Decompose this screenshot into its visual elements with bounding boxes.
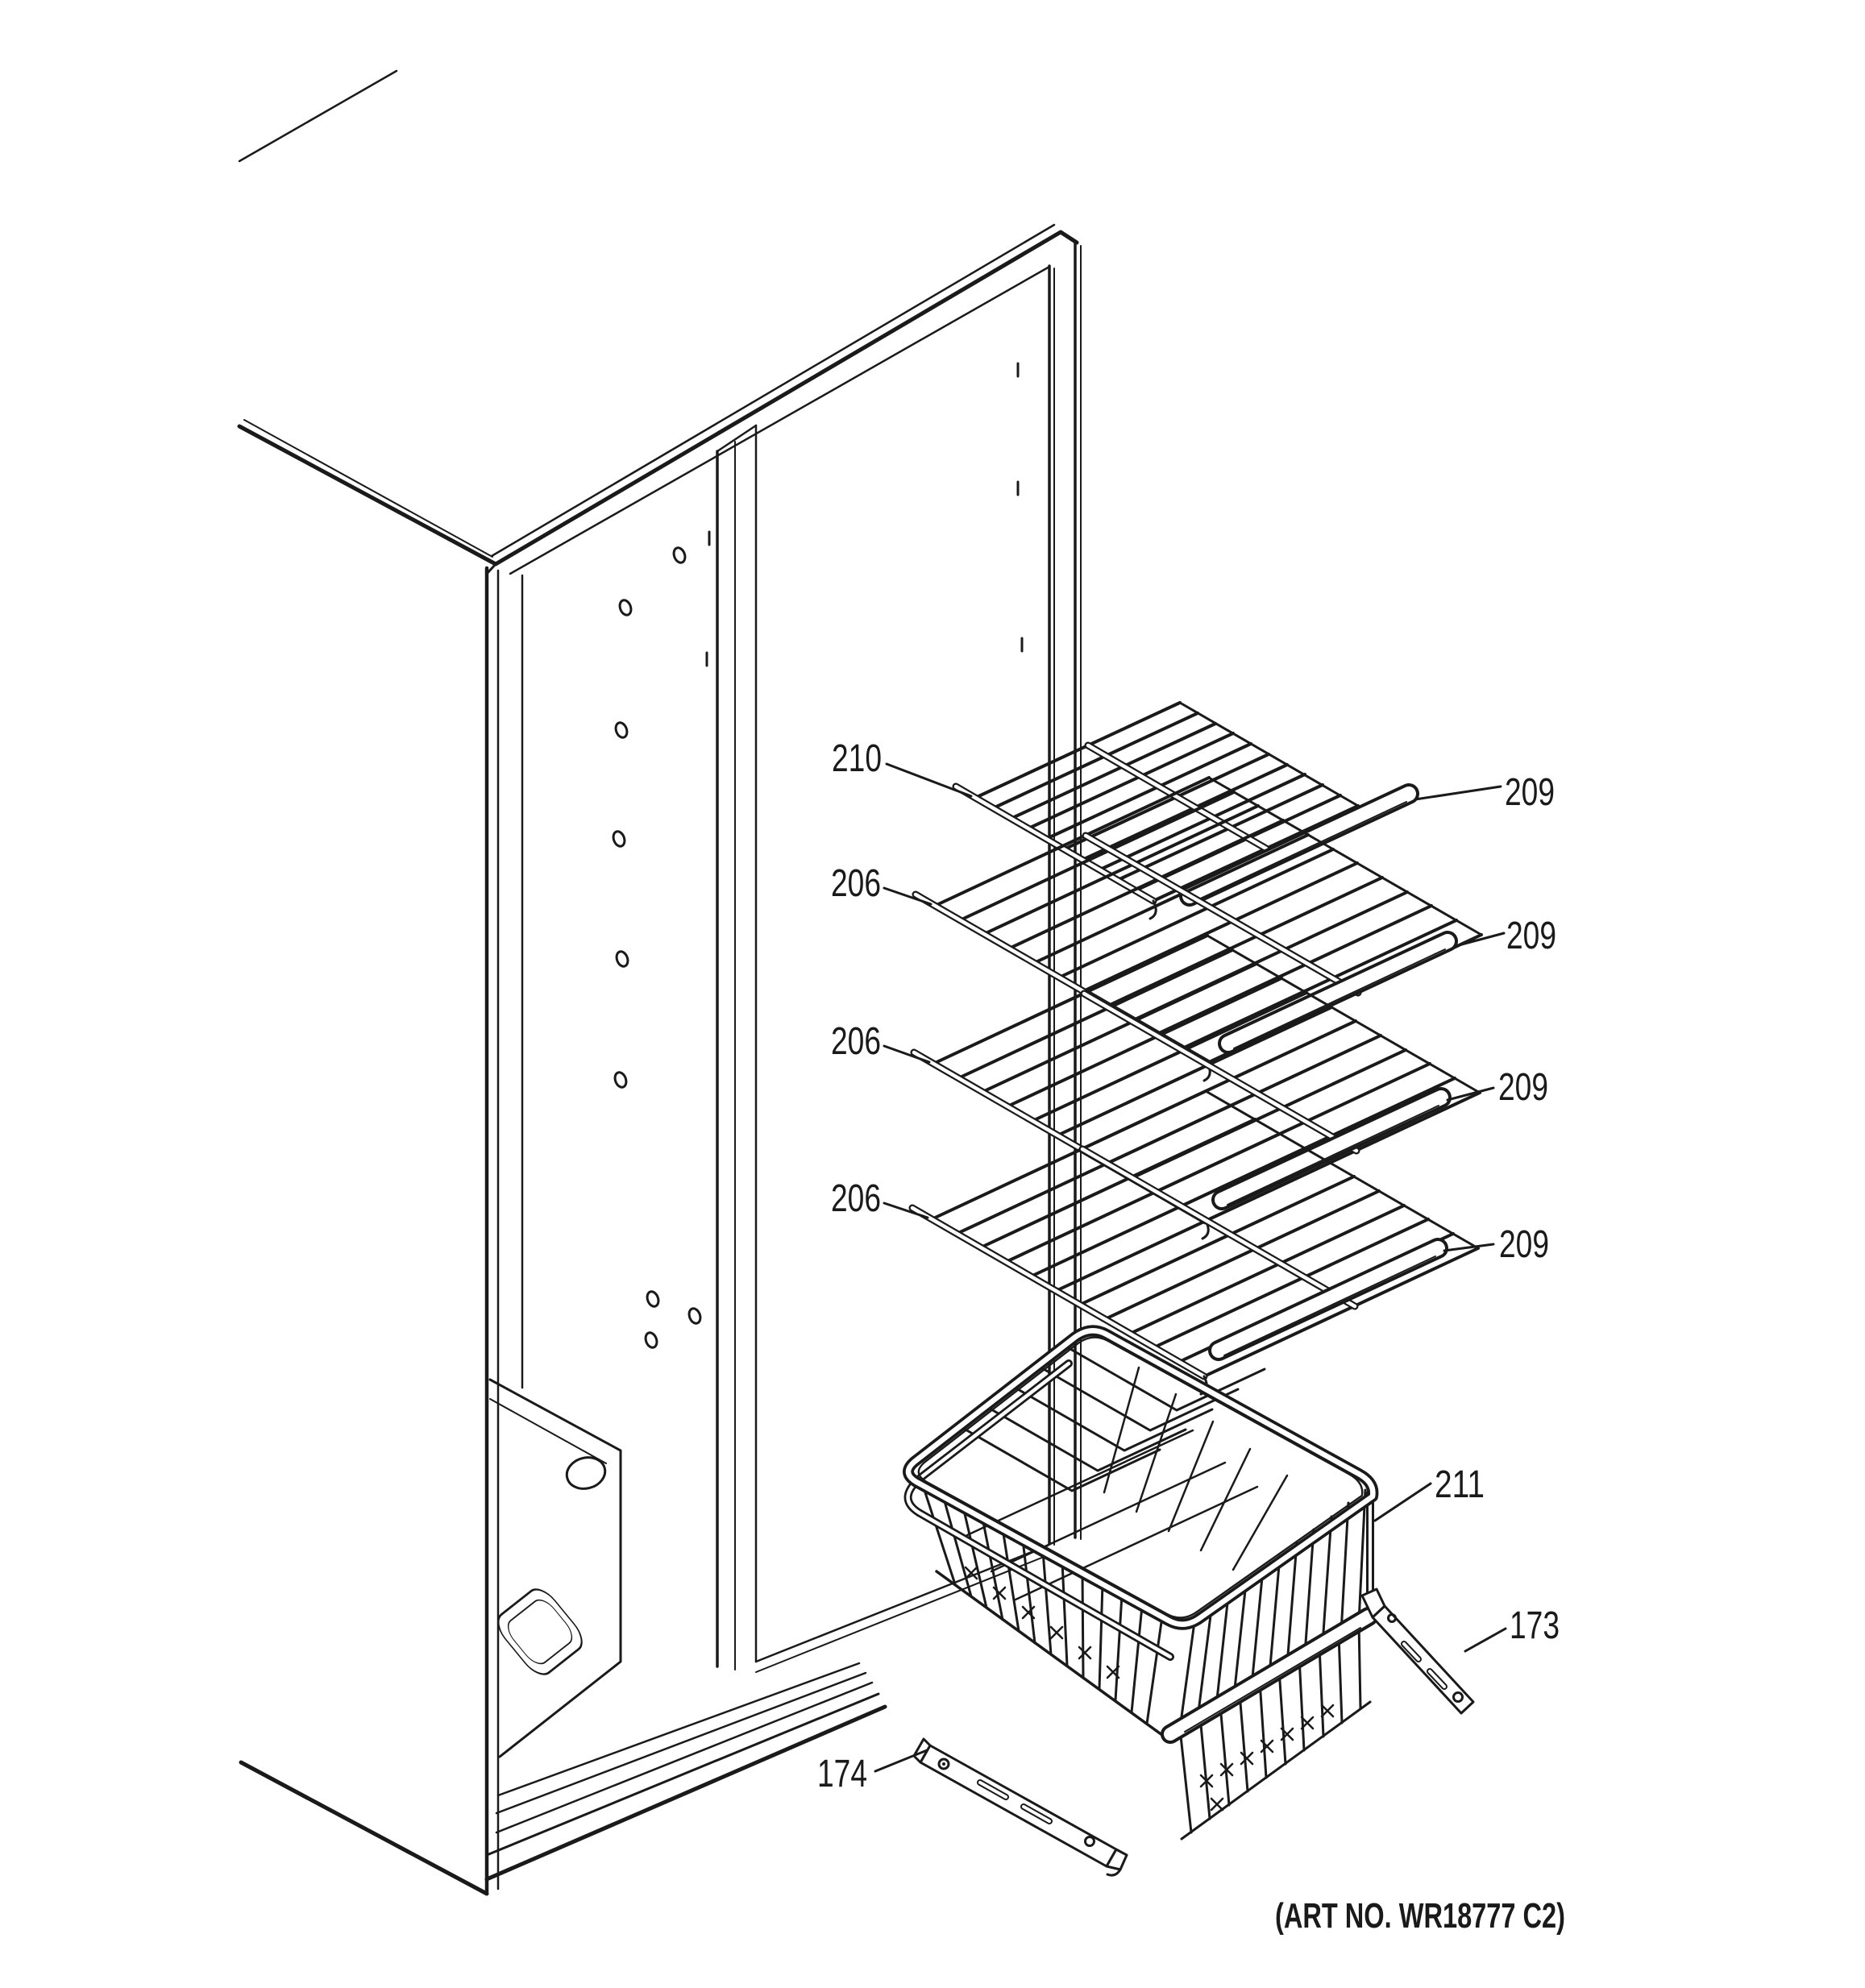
basket-interior-wires [958, 1344, 1266, 1492]
leader-line-206-3 [883, 1202, 929, 1219]
leader-line-174 [874, 1749, 928, 1773]
basket-lower-wires [1178, 1621, 1362, 1834]
basket-right-wires [1178, 1488, 1367, 1730]
back-wall-holes [612, 362, 1024, 1349]
leader-line-206-2 [883, 1044, 931, 1064]
shelf-edge-wire [974, 701, 1182, 799]
callouts: 210 206 206 206 209 209 209 209 211 173 … [817, 737, 1560, 1795]
leader-line-206-1 [883, 886, 932, 906]
part-label-211: 211 [1435, 1463, 1485, 1506]
part-label-206-3: 206 [831, 1177, 881, 1220]
cabinet-top-left-edge [237, 424, 498, 567]
slide-rail-174 [912, 1737, 1128, 1877]
part-label-209-3: 209 [1498, 1066, 1548, 1109]
art-number: (ART NO. WR18777 C2) [1275, 1896, 1565, 1936]
shelf-trim-rail-209-3 [1211, 1087, 1452, 1210]
floor-recess-pan [497, 1588, 583, 1675]
basket-front-wires [921, 1484, 1164, 1725]
part-label-173: 173 [1510, 1604, 1560, 1647]
basket-hatch-marks [964, 1566, 1335, 1812]
cabinet-top-front-edge [493, 230, 1079, 567]
part-label-209-4: 209 [1499, 1223, 1549, 1266]
center-divider [716, 424, 758, 1671]
part-label-206-1: 206 [831, 862, 881, 905]
refrigerator-cabinet [237, 69, 1082, 1896]
sloped-panel [488, 1378, 622, 1758]
shelf-wires [957, 948, 1456, 1208]
part-label-209-1: 209 [1505, 771, 1555, 814]
leader-line-210 [885, 762, 973, 798]
cabinet-top-back-edge [238, 69, 398, 163]
wire-shelf-206-1 [912, 776, 1483, 1082]
part-label-209-2: 209 [1506, 915, 1556, 957]
wire-shelf-206-3 [908, 1089, 1480, 1396]
shelf-wires [991, 712, 1342, 892]
cabinet-bottom-left-edge [239, 1760, 489, 1896]
leader-line-209-3 [1446, 1086, 1495, 1102]
leader-line-209-1 [1414, 785, 1502, 801]
shelf-edge-wire [1152, 804, 1360, 903]
basket-rim [903, 1325, 1379, 1630]
slide-rail-173 [1360, 1587, 1475, 1715]
panel-hole [565, 1456, 607, 1490]
wire-shelf-210 [952, 701, 1360, 920]
part-label-210: 210 [832, 737, 882, 780]
floor-front-band [484, 1544, 1049, 1882]
leader-line-209-4 [1443, 1243, 1495, 1252]
shelf-wires [955, 1104, 1455, 1363]
leader-line-211 [1373, 1482, 1432, 1522]
part-label-206-2: 206 [831, 1020, 881, 1063]
wire-shelf-206-2 [910, 934, 1481, 1240]
shelf-trim-rail-209-2 [1218, 931, 1458, 1054]
cabinet-ceiling-line [509, 265, 1051, 575]
leader-line-173 [1464, 1627, 1507, 1653]
shelf-trim-rail-209-4 [1208, 1238, 1448, 1361]
shelf-wires [958, 791, 1458, 1050]
freezer-basket-211 [903, 1325, 1379, 1841]
part-label-174: 174 [817, 1753, 867, 1795]
leader-line-209-2 [1454, 932, 1506, 948]
shelf-trim-rail-209-1 [1179, 783, 1419, 907]
